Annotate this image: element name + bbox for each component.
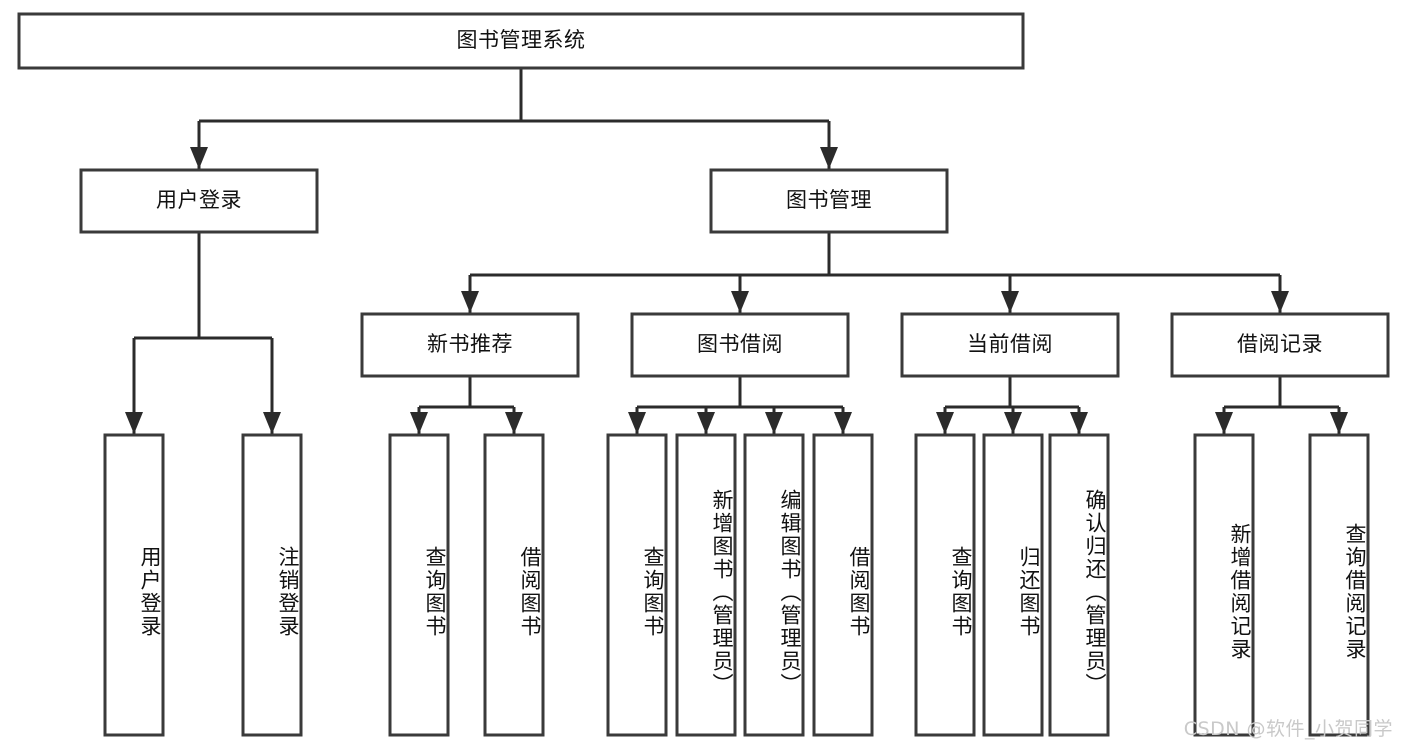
arrow-head-root-1 <box>820 147 838 169</box>
arrow-head-l3_current-2 <box>1070 412 1088 434</box>
node-box-leaf-nb-query[interactable] <box>388 433 450 737</box>
node-box-leaf-rec-query[interactable] <box>1308 433 1370 737</box>
arrow-head-l3_record-1 <box>1330 412 1348 434</box>
arrow-head-l3_borrow-1 <box>697 412 715 434</box>
arrow-head-l3_current-0 <box>936 412 954 434</box>
arrow-head-l3_borrow-0 <box>628 412 646 434</box>
arrow-head-root-0 <box>190 147 208 169</box>
arrow-head-l3_borrow-3 <box>834 412 852 434</box>
node-box-leaf-bw-add[interactable] <box>675 433 737 737</box>
node-box-l3-record[interactable] <box>1170 312 1390 378</box>
csdn-watermark: CSDN @软件_小贺同学 <box>1183 718 1393 740</box>
node-box-leaf-nb-borrow[interactable] <box>483 433 545 737</box>
arrow-head-l3_current-1 <box>1004 412 1022 434</box>
node-box-l2-user-login[interactable] <box>79 168 319 234</box>
node-box-leaf-cur-return[interactable] <box>982 433 1044 737</box>
node-boxes-group <box>17 12 1390 737</box>
node-box-leaf-rec-add[interactable] <box>1193 433 1255 737</box>
node-box-leaf-cur-query[interactable] <box>914 433 976 737</box>
arrow-head-l2_book_mgmt-3 <box>1271 291 1289 313</box>
arrow-head-l2_book_mgmt-2 <box>1001 291 1019 313</box>
arrow-head-l3_new_book-0 <box>410 412 428 434</box>
arrow-head-l3_new_book-1 <box>505 412 523 434</box>
arrow-head-l3_borrow-2 <box>765 412 783 434</box>
arrow-head-l2_book_mgmt-0 <box>461 291 479 313</box>
node-box-root[interactable] <box>17 12 1025 70</box>
node-box-leaf-cur-confirm[interactable] <box>1048 433 1110 737</box>
node-box-l2-book-mgmt[interactable] <box>709 168 949 234</box>
arrow-head-l2_user_login-1 <box>263 412 281 434</box>
node-box-leaf-bw-query[interactable] <box>606 433 668 737</box>
node-box-leaf-user-login[interactable] <box>103 433 165 737</box>
node-box-l3-borrow[interactable] <box>630 312 850 378</box>
connector-lines-group <box>125 68 1348 434</box>
node-box-leaf-bw-edit[interactable] <box>743 433 805 737</box>
arrow-head-l2_book_mgmt-1 <box>731 291 749 313</box>
node-box-leaf-bw-borrow[interactable] <box>812 433 874 737</box>
node-box-l3-current[interactable] <box>900 312 1120 378</box>
arrow-head-l2_user_login-0 <box>125 412 143 434</box>
node-box-leaf-user-logout[interactable] <box>241 433 303 737</box>
node-box-l3-new-book[interactable] <box>360 312 580 378</box>
arrow-head-l3_record-0 <box>1215 412 1233 434</box>
